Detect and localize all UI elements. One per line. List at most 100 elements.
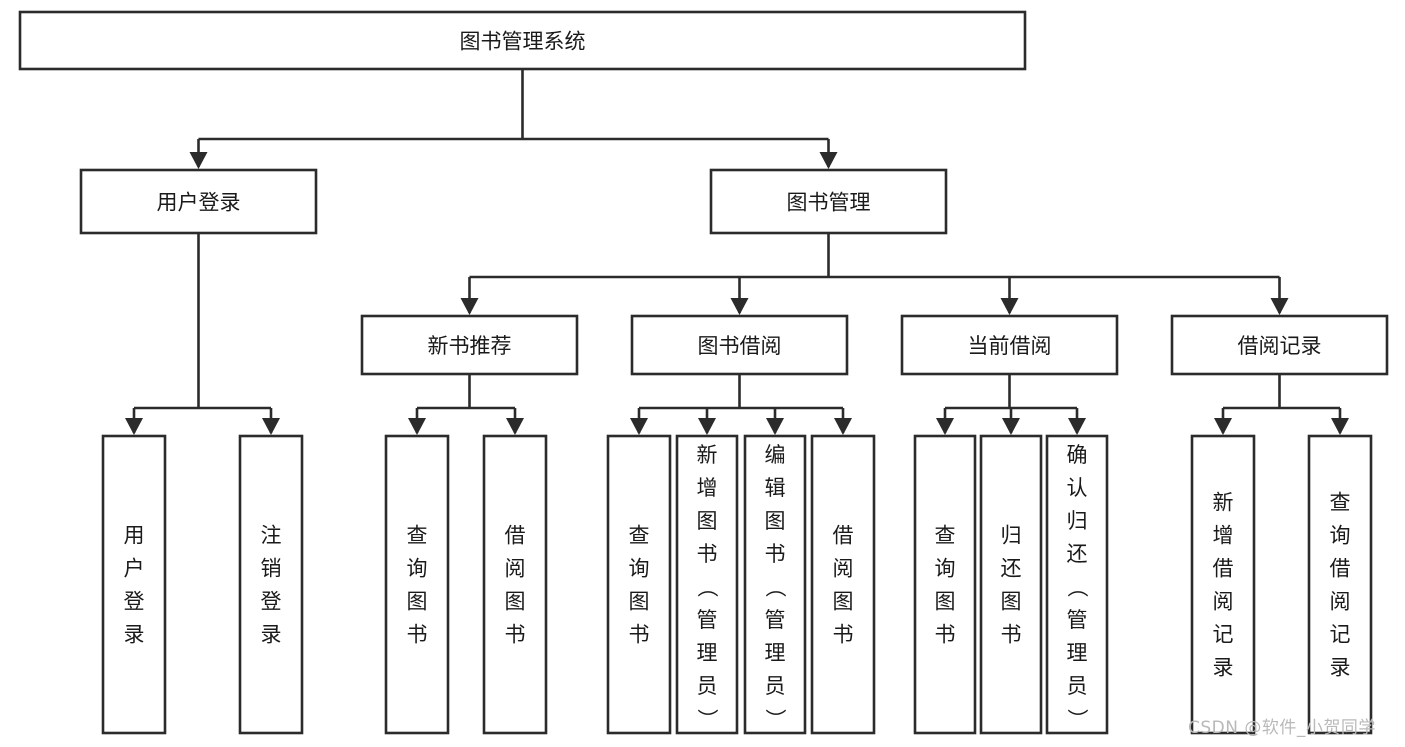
node-leaf-edit-book-char: ） [763,709,787,730]
node-current-borrow-box [900,314,1119,376]
node-user-login[interactable]: 用户登录 [79,168,318,235]
node-leaf-query-record-char: 阅 [1330,590,1351,614]
node-leaf-query-book-2[interactable]: 查询图书查询图书 [606,434,672,735]
node-leaf-query-book-3-char: 询 [935,557,956,581]
node-leaf-borrow-book-2[interactable]: 借阅图书借阅图书 [810,434,876,735]
node-leaf-query-record-char: 借 [1330,557,1351,581]
node-leaf-return-book-char: 归 [1001,524,1022,548]
node-user-login-box [79,168,318,235]
node-leaf-borrow-book-1[interactable]: 借阅图书借阅图书 [482,434,548,735]
node-leaf-borrow-book-1-char: 借 [505,524,526,548]
node-leaf-query-record[interactable]: 查询借阅记录查询借阅记录 [1307,434,1373,735]
node-leaf-user-login-char: 户 [124,557,145,581]
node-leaf-add-book-char: 增 [697,476,718,500]
node-leaf-query-record-box [1307,434,1373,735]
node-leaf-query-book-2-char: 书 [629,623,650,647]
node-leaf-query-book-1[interactable]: 查询图书查询图书 [384,434,450,735]
node-leaf-edit-book-char: 理 [765,641,786,665]
node-leaf-borrow-book-2-char: 借 [833,524,854,548]
arrow-head-icon [936,418,954,435]
node-borrow-record[interactable]: 借阅记录 [1170,314,1389,376]
node-new-book-recommend-label: 新书推荐 [428,334,512,358]
node-leaf-confirm-return-box [1045,434,1109,735]
node-leaf-query-book-3[interactable]: 查询图书查询图书 [913,434,977,735]
node-book-manage-box [709,168,948,235]
node-user-login-label: 用户登录 [157,191,241,215]
node-leaf-borrow-book-2-box [810,434,876,735]
node-leaf-borrow-book-1-box [482,434,548,735]
node-leaf-user-logout[interactable]: 注销登录注销登录 [238,434,304,735]
arrow-head-icon [460,298,479,315]
node-leaf-add-record-char: 新 [1213,491,1234,515]
node-leaf-edit-book-char: 图 [765,509,786,533]
arrow-head-icon [819,152,838,169]
node-leaf-user-logout-char: 注 [261,524,282,548]
node-leaf-confirm-return-char: 确 [1067,443,1088,467]
node-layer: 图书管理系统用户登录图书管理新书推荐图书借阅当前借阅借阅记录用户登录用户登录注销… [18,10,1389,735]
node-leaf-confirm-return-char: 理 [1067,641,1088,665]
connector-layer [125,69,1349,435]
node-leaf-query-book-1-char: 书 [407,623,428,647]
node-leaf-return-book[interactable]: 归还图书归还图书 [979,434,1043,735]
node-leaf-borrow-book-1-char: 图 [505,590,526,614]
node-leaf-return-book-char: 书 [1001,623,1022,647]
node-leaf-query-book-2-box [606,434,672,735]
node-leaf-user-logout-box [238,434,304,735]
node-leaf-query-record-char: 录 [1330,656,1351,680]
node-leaf-add-record[interactable]: 新增借阅记录新增借阅记录 [1190,434,1256,735]
node-leaf-borrow-book-1-char: 阅 [505,557,526,581]
node-leaf-add-record-char: 阅 [1213,590,1234,614]
node-root[interactable]: 图书管理系统 [18,10,1027,71]
arrow-head-icon [125,418,143,435]
arrow-head-icon [1331,418,1349,435]
node-leaf-return-book-char: 图 [1001,590,1022,614]
node-leaf-user-login[interactable]: 用户登录用户登录 [101,434,167,735]
node-leaf-add-record-char: 录 [1213,656,1234,680]
arrow-head-icon [1270,298,1289,315]
node-leaf-edit-book-char: 编 [765,443,786,467]
csdn-watermark: CSDN @软件_小贺同学 [1188,718,1376,738]
node-leaf-add-book-char: ） [695,709,719,730]
arrow-head-icon [834,418,852,435]
node-leaf-borrow-book-2-char: 阅 [833,557,854,581]
node-book-manage[interactable]: 图书管理 [709,168,948,235]
node-borrow-record-box [1170,314,1389,376]
node-leaf-return-book-box [979,434,1043,735]
node-book-borrow-label: 图书借阅 [698,334,782,358]
node-current-borrow[interactable]: 当前借阅 [900,314,1119,376]
node-leaf-edit-book-box [743,434,807,735]
arrow-head-icon [506,418,524,435]
node-leaf-borrow-book-2-char: 图 [833,590,854,614]
node-leaf-return-book-char: 还 [1001,557,1022,581]
arrow-head-icon [189,152,208,169]
node-leaf-edit-book-char: 员 [765,674,786,698]
node-leaf-user-login-box [101,434,167,735]
arrow-head-icon [1002,418,1020,435]
node-new-book-recommend[interactable]: 新书推荐 [360,314,579,376]
arrow-head-icon [1214,418,1232,435]
node-leaf-add-book-char: 管 [697,608,718,632]
node-leaf-query-book-1-char: 询 [407,557,428,581]
node-leaf-query-book-3-char: 书 [935,623,956,647]
node-leaf-add-record-char: 借 [1213,557,1234,581]
node-leaf-confirm-return-char: 管 [1067,608,1088,632]
node-leaf-edit-book-char: 辑 [765,476,786,500]
node-new-book-recommend-box [360,314,579,376]
node-book-borrow[interactable]: 图书借阅 [630,314,849,376]
node-leaf-edit-book-char: 管 [765,608,786,632]
node-leaf-confirm-return-char: 还 [1067,542,1088,566]
node-current-borrow-label: 当前借阅 [968,334,1052,358]
node-leaf-query-record-char: 查 [1330,491,1351,515]
node-leaf-add-record-box [1190,434,1256,735]
node-leaf-confirm-return-char: 员 [1067,674,1088,698]
node-leaf-query-book-2-char: 图 [629,590,650,614]
node-leaf-query-book-1-char: 图 [407,590,428,614]
arrow-head-icon [1000,298,1019,315]
node-leaf-query-record-char: 询 [1330,524,1351,548]
arrow-head-icon [1068,418,1086,435]
node-leaf-add-book-char: 新 [697,443,718,467]
node-leaf-query-book-3-char: 图 [935,590,956,614]
